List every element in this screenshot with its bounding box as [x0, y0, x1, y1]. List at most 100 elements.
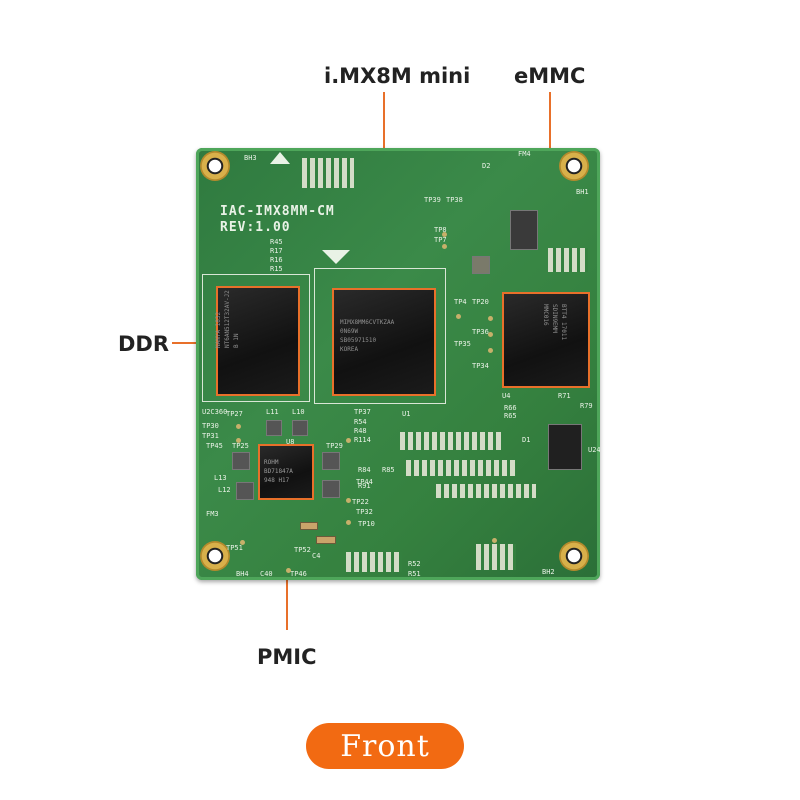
refdes-r17: R17 — [270, 247, 283, 255]
refdes-tp44: TP44 — [356, 478, 373, 486]
passives-bottom — [346, 552, 402, 572]
resistor-pack-2 — [316, 536, 336, 544]
orientation-triangle-soc — [322, 250, 350, 264]
refdes-tp34: TP34 — [472, 362, 489, 370]
passives-right — [548, 248, 588, 272]
ddr-label: DDR — [118, 332, 170, 356]
refdes-tp31: TP31 — [202, 432, 219, 440]
soc-chip: MIMX8MM6CVTKZAA 0N69W SB05971510 KOREA — [332, 288, 436, 396]
crystal — [472, 256, 490, 274]
test-pad — [492, 538, 497, 543]
front-badge: Front — [306, 723, 464, 769]
refdes-l10: L10 — [292, 408, 305, 416]
refdes-d1: D1 — [522, 436, 531, 444]
inductor-l10 — [292, 420, 308, 436]
refdes-r15: R15 — [270, 265, 283, 273]
resistor-pack-1 — [300, 522, 318, 530]
refdes-r52: R52 — [408, 560, 421, 568]
bh4-label: BH4 — [236, 570, 249, 578]
refdes-r45: R45 — [270, 238, 283, 246]
u1-label: U1 — [402, 410, 411, 418]
refdes-r66: R66 — [504, 404, 517, 412]
mounting-hole-bh2 — [559, 541, 589, 571]
refdes-tp38: TP38 — [446, 196, 463, 204]
emmc-chip: BTT4 17011 SDIN9EMM MMC016 — [502, 292, 590, 388]
mounting-hole-bh1 — [559, 151, 589, 181]
refdes-tp27: TP27 — [226, 410, 243, 418]
fm3-label: FM3 — [206, 510, 219, 518]
soc-chip-marking: MIMX8MM6CVTKZAA 0N69W SB05971510 KOREA — [340, 319, 395, 353]
refdes-r79: R79 — [580, 402, 593, 410]
pcb-board: BH3 BH1 BH4 BH2 FM3 FM4 IAC-IMX8MM-CM RE… — [196, 148, 600, 580]
refdes-l11: L11 — [266, 408, 279, 416]
refdes-r16: R16 — [270, 256, 283, 264]
test-pad — [236, 424, 241, 429]
test-pad — [286, 568, 291, 573]
refdes-tp51: TP51 — [226, 544, 243, 552]
refdes-tp52: TP52 — [294, 546, 311, 554]
refdes-tp20: TP20 — [472, 298, 489, 306]
refdes-tp45: TP45 — [206, 442, 223, 450]
passives-bottom-2 — [476, 544, 516, 570]
refdes-r114: R114 — [354, 436, 371, 444]
refdes-tp39: TP39 — [424, 196, 441, 204]
refdes-tp22: TP22 — [352, 498, 369, 506]
inductor-right-2 — [322, 480, 340, 498]
refdes-tp46: TP46 — [290, 570, 307, 578]
ddr-chip-marking: NANYA 1832 NT6AN512T32AV-J2 B 1N — [215, 290, 240, 348]
refdes-tp4: TP4 — [454, 298, 467, 306]
soc-footprint — [314, 268, 446, 404]
test-pad — [240, 540, 245, 545]
refdes-c4: C4 — [312, 552, 321, 560]
refdes-tp29: TP29 — [326, 442, 343, 450]
inductor-right-1 — [322, 452, 340, 470]
board-revision: REV:1.00 — [220, 220, 291, 235]
refdes-tp32: TP32 — [356, 508, 373, 516]
test-pad — [236, 438, 241, 443]
refdes-tp8: TP8 — [434, 226, 447, 234]
inductor-l11 — [266, 420, 282, 436]
refdes-tp30: TP30 — [202, 422, 219, 430]
refdes-r71: R71 — [558, 392, 571, 400]
board-title: IAC-IMX8MM-CM — [220, 204, 335, 219]
inductor-l12 — [236, 482, 254, 500]
bh2-label: BH2 — [542, 568, 555, 576]
refdes-r85: R85 — [382, 466, 395, 474]
pmic-label: PMIC — [257, 645, 317, 669]
refdes-r91: R91 — [358, 482, 371, 490]
bh1-label: BH1 — [576, 188, 589, 196]
refdes-l12: L12 — [218, 486, 231, 494]
dip-switch — [510, 210, 538, 250]
refdes-u2c360: U2C360 — [202, 408, 228, 416]
passives-mid — [400, 432, 504, 450]
emmc-chip-marking: BTT4 17011 SDIN9EMM MMC016 — [542, 304, 567, 341]
refdes-l13: L13 — [214, 474, 227, 482]
refdes-r48: R48 — [354, 427, 367, 435]
test-pad — [346, 438, 351, 443]
refdes-tp36: TP36 — [472, 328, 489, 336]
u4-label: U4 — [502, 392, 511, 400]
refdes-tp37: TP37 — [354, 408, 371, 416]
emmc-label: eMMC — [514, 64, 586, 88]
fm4-label: FM4 — [518, 150, 531, 158]
refdes-r54: R54 — [354, 418, 367, 426]
refdes-r65: R65 — [504, 412, 517, 420]
test-pad — [488, 332, 493, 337]
refdes-tp25: TP25 — [232, 442, 249, 450]
refdes-tp10: TP10 — [358, 520, 375, 528]
refdes-d2: D2 — [482, 162, 491, 170]
mounting-hole-bh3 — [200, 151, 230, 181]
ic-u24 — [548, 424, 582, 470]
test-pad — [442, 232, 447, 237]
u24-label: U24 — [588, 446, 600, 454]
passives-mid-2 — [406, 460, 516, 476]
test-pad — [346, 520, 351, 525]
refdes-tp35: TP35 — [454, 340, 471, 348]
passives-mid-3 — [436, 484, 536, 498]
soc-label: i.MX8M mini — [324, 64, 471, 88]
bh3-label: BH3 — [244, 154, 257, 162]
test-pad — [488, 316, 493, 321]
test-pad — [442, 244, 447, 249]
ddr-footprint — [202, 274, 310, 402]
inductor-l13 — [232, 452, 250, 470]
